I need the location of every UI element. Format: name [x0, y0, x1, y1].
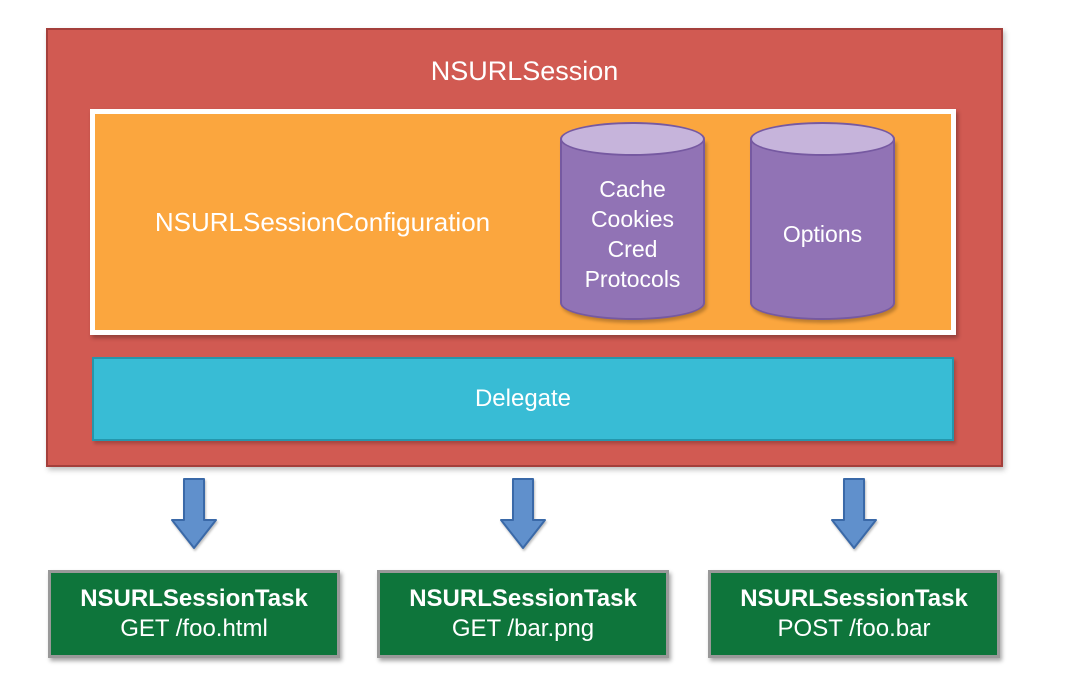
options-store-cylinder: Options: [750, 122, 895, 320]
task-title: NSURLSessionTask: [80, 585, 308, 612]
task-request: POST /foo.bar: [777, 615, 931, 642]
task-box: NSURLSessionTask GET /foo.html: [48, 570, 340, 658]
task-request: GET /foo.html: [120, 615, 268, 642]
nsurlsession-title: NSURLSession: [430, 56, 619, 86]
cylinder-top: [750, 122, 895, 156]
task-title: NSURLSessionTask: [409, 585, 637, 612]
down-arrow-icon: [500, 478, 546, 549]
task-request: GET /bar.png: [451, 615, 595, 642]
cache-store-label: Cache Cookies Cred Protocols: [584, 176, 681, 292]
cylinder-body: [560, 139, 705, 320]
cylinder-body: [750, 139, 895, 320]
down-arrow-icon: [171, 478, 217, 549]
task-arrow: [830, 478, 878, 550]
cache-store-cylinder: Cache Cookies Cred Protocols: [560, 122, 705, 320]
configuration-box: NSURLSessionConfiguration Cache Cookies …: [90, 109, 956, 335]
task-box: NSURLSessionTask POST /foo.bar: [708, 570, 1000, 658]
cylinder-top: [560, 122, 705, 156]
configuration-label: NSURLSessionConfiguration: [154, 206, 491, 237]
task-arrow: [499, 478, 547, 550]
options-store-label: Options: [782, 221, 863, 247]
delegate-box: Delegate: [92, 357, 954, 441]
task-box: NSURLSessionTask GET /bar.png: [377, 570, 669, 658]
down-arrow-icon: [831, 478, 877, 549]
task-arrow: [170, 478, 218, 550]
task-title: NSURLSessionTask: [740, 585, 968, 612]
nsurlsession-box: NSURLSession NSURLSessionConfiguration C…: [46, 28, 1003, 467]
delegate-label: Delegate: [474, 385, 572, 412]
